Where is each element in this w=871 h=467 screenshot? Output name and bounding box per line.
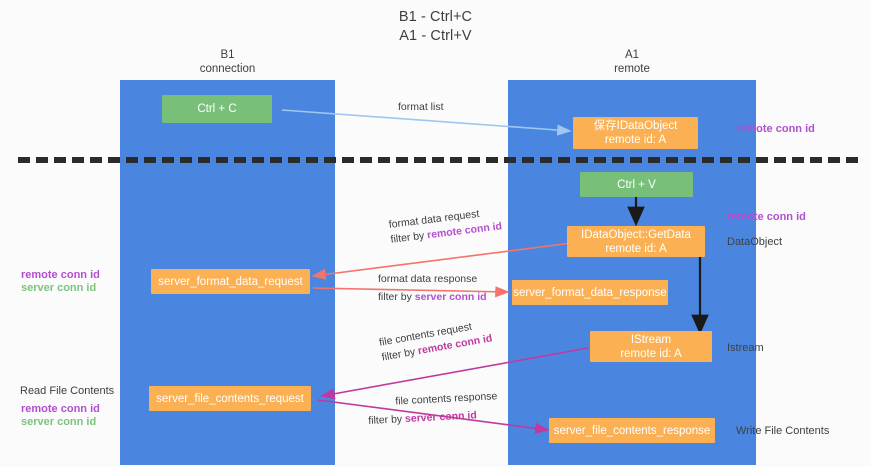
annotation-left-remote-conn-id-mid: remote conn id [21, 269, 100, 281]
edge-label-file-contents-response-prefix: filter by [367, 413, 406, 427]
column-header-b1-name: B1 [220, 49, 235, 61]
column-header-a1-sublabel: remote [614, 63, 650, 75]
page-title-line1: B1 - Ctrl+C [398, 9, 473, 25]
annotation-right-istream: Istream [727, 342, 764, 354]
annotation-right-remote-conn-id-top: remote conn id [736, 123, 815, 135]
node-istream-line2: remote id: A [620, 347, 682, 360]
page-title: B1 - Ctrl+C A1 - Ctrl+V [0, 8, 871, 46]
annotation-left-server-conn-id-bottom: server conn id [21, 416, 97, 428]
annotation-right-write-file-contents: Write File Contents [736, 425, 830, 437]
node-server-file-contents-response-label: server_file_contents_response [553, 424, 711, 437]
edge-label-format-data-response-prefix: filter by [378, 291, 415, 303]
node-istream-line1: IStream [630, 333, 672, 346]
annotation-left-remote-conn-id-bottom: remote conn id [21, 403, 100, 415]
column-header-a1: A1 remote [508, 48, 756, 76]
node-server-file-contents-request-label: server_file_contents_request [156, 392, 304, 405]
edge-label-format-list-text: format list [398, 101, 444, 113]
page-title-line2: A1 - Ctrl+V [399, 28, 472, 44]
node-idataobject-getdata[interactable]: IDataObject::GetData remote id: A [567, 226, 705, 257]
edge-label-format-data-response-line2: filter by server conn id [378, 287, 487, 305]
node-ctrl-v[interactable]: Ctrl + V [580, 172, 693, 197]
node-idataobject-getdata-line2: remote id: A [605, 242, 667, 255]
annotation-right-remote-conn-id-mid: remote conn id [727, 211, 806, 223]
node-server-format-data-request[interactable]: server_format_data_request [151, 269, 310, 294]
edge-label-format-data-response-line1: format data response [378, 273, 478, 285]
node-server-file-contents-request[interactable]: server_file_contents_request [149, 386, 311, 411]
node-save-idataobject[interactable]: 保存IDataObject remote id: A [573, 117, 698, 149]
node-istream[interactable]: IStream remote id: A [590, 331, 712, 362]
column-header-a1-name: A1 [624, 49, 640, 61]
annotation-left-server-conn-id-mid: server conn id [21, 282, 97, 294]
edge-label-format-list: format list [398, 100, 444, 115]
node-ctrl-c[interactable]: Ctrl + C [162, 95, 272, 123]
column-header-b1: B1 connection [120, 48, 335, 76]
edge-label-format-data-response-key: server conn id [414, 291, 487, 303]
node-server-file-contents-response[interactable]: server_file_contents_response [549, 418, 715, 443]
edge-label-format-data-request-prefix: filter by [389, 229, 428, 246]
node-idataobject-getdata-line1: IDataObject::GetData [581, 228, 691, 241]
edge-label-file-contents-response: file contents response filter by server … [367, 389, 499, 429]
annotation-right-dataobject: DataObject [727, 236, 783, 248]
edge-label-file-contents-request: file contents request filter by remote c… [378, 317, 494, 366]
annotation-left-read-file-contents: Read File Contents [20, 385, 115, 397]
node-ctrl-c-label: Ctrl + C [197, 103, 237, 115]
node-save-idataobject-line2: remote id: A [604, 134, 667, 146]
node-server-format-data-response-label: server_format_data_response [513, 286, 667, 299]
edge-label-file-contents-response-key: server conn id [404, 409, 478, 426]
column-header-b1-sublabel: connection [199, 63, 256, 75]
edge-label-format-data-request: format data request filter by remote con… [388, 204, 503, 247]
section-divider [18, 157, 858, 163]
edge-label-format-data-response: format data response filter by server co… [378, 272, 487, 305]
node-ctrl-v-label: Ctrl + V [617, 178, 656, 191]
node-server-format-data-response[interactable]: server_format_data_response [512, 280, 668, 305]
node-server-format-data-request-label: server_format_data_request [158, 275, 303, 288]
node-save-idataobject-line1: 保存IDataObject [593, 120, 678, 132]
